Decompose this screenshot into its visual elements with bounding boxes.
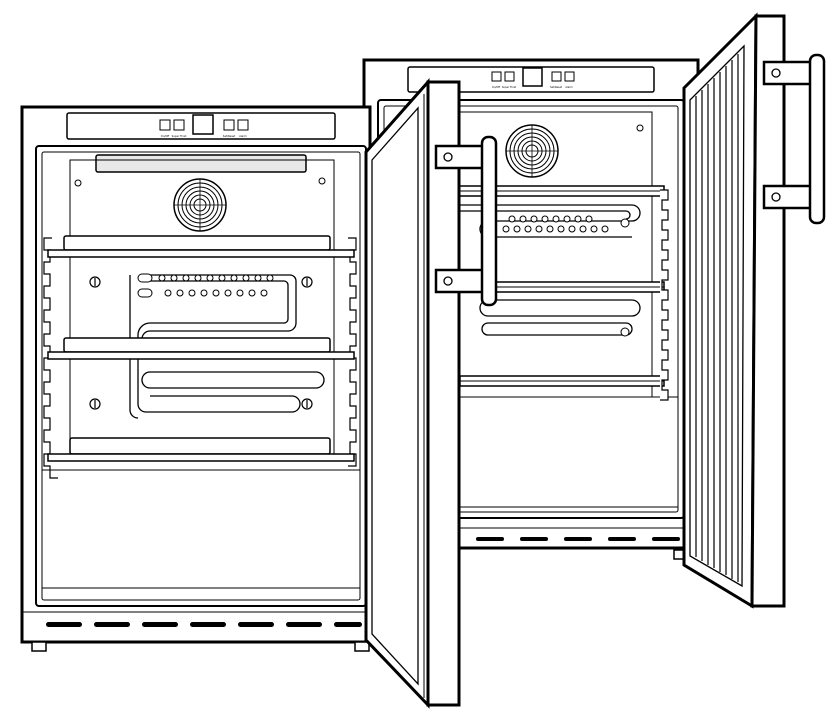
back-panel-button-1[interactable] [491,71,502,82]
back-panel-button-2[interactable] [504,71,515,82]
back-shelf-3 [459,375,665,387]
front-foot-left [31,641,47,652]
front-vent-holes [137,273,274,298]
back-panel-label-3: Set/Reset [550,85,562,89]
front-door-handle[interactable] [434,135,498,307]
back-control-panel: On/Off Super Frost Set/Reset Alarm [407,66,655,93]
front-panel-label-1: On/Off [161,134,170,138]
front-panel-button-4[interactable] [237,119,249,131]
back-panel-label-2: Super Frost [502,85,516,89]
back-toe-kick-grille [476,537,680,541]
front-door[interactable] [364,78,498,709]
front-shelf-3 [47,437,355,462]
back-panel-display [522,67,543,87]
back-shelf-rail-right [660,189,669,401]
back-vent-holes [502,215,609,233]
front-foot-right [354,641,370,652]
front-control-panel: On/Off Super Frost Set/Reset Alarm [66,112,336,140]
back-door[interactable] [682,12,826,609]
front-panel-label-3: Set/Reset [223,134,235,138]
front-panel-display [192,114,214,135]
back-fan-icon [505,124,559,178]
front-fan-icon [173,178,227,232]
front-panel-button-3[interactable] [223,119,235,131]
back-panel-button-3[interactable] [551,71,562,82]
back-door-gasket-ribs [695,54,739,582]
front-toe-kick-grille [46,622,362,627]
front-panel-button-1[interactable] [159,119,171,131]
back-panel-label-1: On/Off [492,85,500,89]
back-door-handle[interactable] [762,53,826,225]
front-shelf-1 [47,235,355,258]
front-shelf-2 [47,337,355,360]
front-screws [89,276,313,410]
front-fridge: On/Off Super Frost Set/Reset Alarm [20,105,372,652]
front-panel-label-4: Alarm [239,134,247,138]
front-light-bar [95,154,307,173]
back-panel-label-4: Alarm [565,85,573,89]
front-panel-button-2[interactable] [173,119,185,131]
back-panel-button-4[interactable] [564,71,575,82]
front-panel-label-2: Super Frost [172,134,187,138]
